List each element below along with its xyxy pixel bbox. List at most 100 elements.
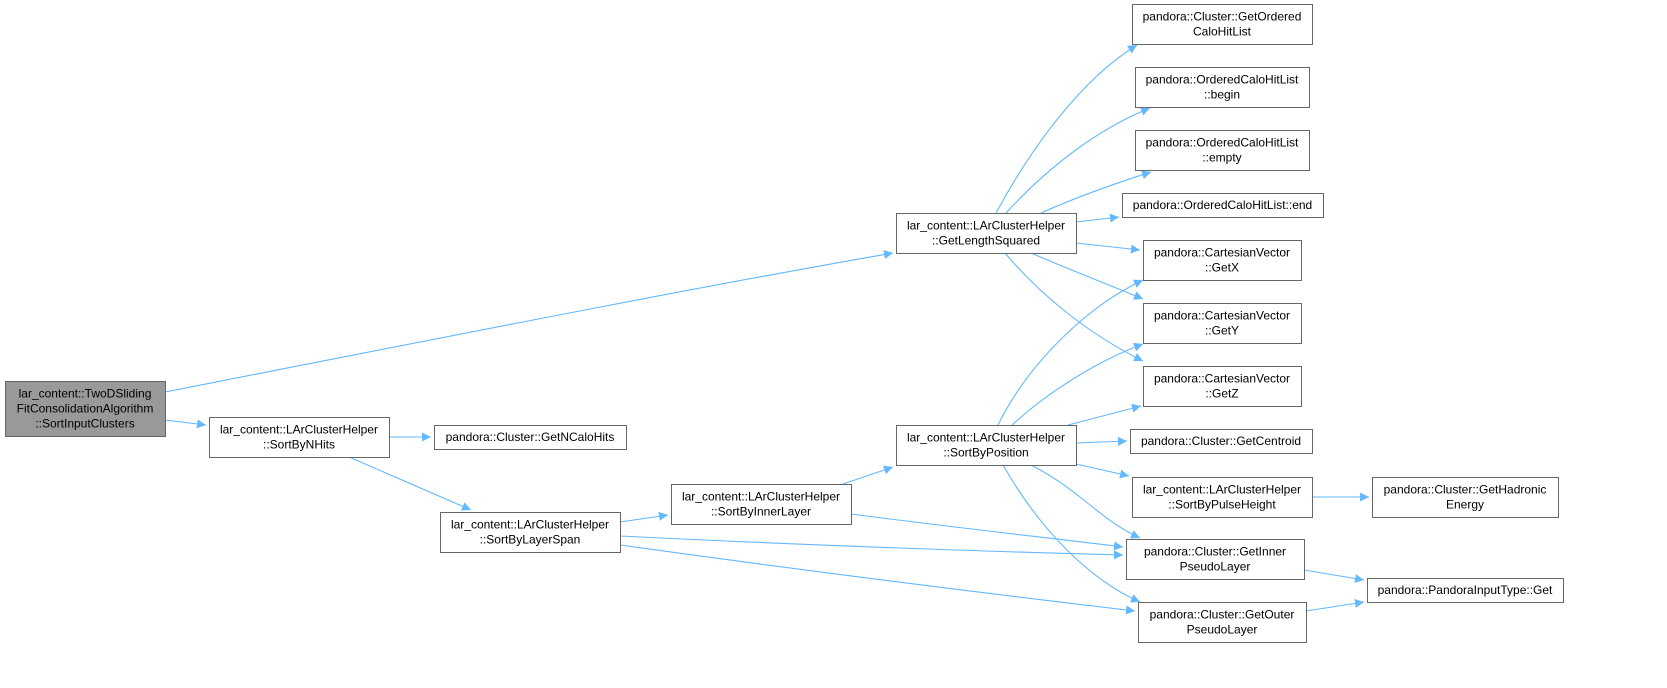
edge-getInnerPseudoLayer-to-pandoraInputTypeGet xyxy=(1303,569,1365,583)
node-label-sortByPulseHeight-line-0: lar_content::LArClusterHelper xyxy=(1143,483,1301,497)
node-sortByPulseHeight[interactable]: lar_content::LArClusterHelper::SortByPul… xyxy=(1132,477,1313,518)
edges-layer xyxy=(164,44,1369,615)
node-label-sortByPosition-line-0: lar_content::LArClusterHelper xyxy=(907,431,1065,445)
node-getZ[interactable]: pandora::CartesianVector::GetZ xyxy=(1143,366,1302,407)
node-label-getOuterPseudoLayer-line-1: PseudoLayer xyxy=(1187,623,1258,637)
node-box-sortByPosition[interactable] xyxy=(896,425,1077,466)
edge-sortByLayerSpan-to-getInnerPseudoLayer xyxy=(619,535,1124,560)
node-box-getInnerPseudoLayer[interactable] xyxy=(1126,539,1305,580)
node-box-begin[interactable] xyxy=(1135,67,1310,108)
edge-root-to-getLengthSquared xyxy=(164,250,894,393)
node-box-sortByPulseHeight[interactable] xyxy=(1132,477,1313,518)
node-label-empty-line-0: pandora::OrderedCaloHitList xyxy=(1146,136,1299,150)
node-label-sortByPosition-line-1: ::SortByPosition xyxy=(943,446,1028,460)
node-label-end-line-0: pandora::OrderedCaloHitList::end xyxy=(1133,198,1312,212)
edge-getLengthSquared-to-empty xyxy=(1040,170,1152,214)
node-sortByPosition[interactable]: lar_content::LArClusterHelper::SortByPos… xyxy=(896,425,1077,466)
edge-sortByInnerLayer-to-getInnerPseudoLayer xyxy=(850,513,1124,551)
node-label-sortByInnerLayer-line-0: lar_content::LArClusterHelper xyxy=(682,490,840,504)
node-box-empty[interactable] xyxy=(1135,130,1310,171)
edge-sortByPosition-to-sortByPulseHeight xyxy=(1075,463,1130,479)
node-end[interactable]: pandora::OrderedCaloHitList::end xyxy=(1122,193,1324,218)
node-label-getY-line-1: ::GetY xyxy=(1205,324,1239,338)
node-box-getLengthSquared[interactable] xyxy=(896,213,1077,254)
node-label-getCentroid-line-0: pandora::Cluster::GetCentroid xyxy=(1141,434,1301,448)
node-label-sortByNHits-line-1: ::SortByNHits xyxy=(263,438,335,452)
node-label-getX-line-1: ::GetX xyxy=(1205,261,1239,275)
node-label-getInnerPseudoLayer-line-0: pandora::Cluster::GetInner xyxy=(1144,545,1286,559)
node-begin[interactable]: pandora::OrderedCaloHitList::begin xyxy=(1135,67,1310,108)
node-label-getOuterPseudoLayer-line-0: pandora::Cluster::GetOuter xyxy=(1150,608,1295,622)
node-box-getHadronicEnergy[interactable] xyxy=(1372,477,1559,518)
node-label-getZ-line-1: ::GetZ xyxy=(1205,387,1238,401)
node-getCentroid[interactable]: pandora::Cluster::GetCentroid xyxy=(1130,429,1313,454)
node-box-getCentroid[interactable] xyxy=(1130,429,1313,454)
node-getX[interactable]: pandora::CartesianVector::GetX xyxy=(1143,240,1302,281)
node-sortByNHits[interactable]: lar_content::LArClusterHelper::SortByNHi… xyxy=(209,417,390,458)
node-box-sortByLayerSpan[interactable] xyxy=(440,512,621,553)
node-label-getOrderedCaloHitList-line-0: pandora::Cluster::GetOrdered xyxy=(1143,10,1302,24)
node-getNCaloHits[interactable]: pandora::Cluster::GetNCaloHits xyxy=(434,425,627,450)
node-sortByLayerSpan[interactable]: lar_content::LArClusterHelper::SortByLay… xyxy=(440,512,621,553)
edge-sortByPosition-to-getY xyxy=(1011,342,1144,426)
edge-getLengthSquared-to-begin xyxy=(1005,107,1151,214)
node-box-sortByNHits[interactable] xyxy=(209,417,390,458)
node-getY[interactable]: pandora::CartesianVector::GetY xyxy=(1143,303,1302,344)
node-empty[interactable]: pandora::OrderedCaloHitList::empty xyxy=(1135,130,1310,171)
edge-sortByInnerLayer-to-sortByPosition xyxy=(842,465,894,485)
edge-getLengthSquared-to-getZ xyxy=(1004,252,1144,362)
node-box-end[interactable] xyxy=(1122,193,1324,218)
node-label-getHadronicEnergy-line-0: pandora::Cluster::GetHadronic xyxy=(1384,483,1547,497)
edge-getLengthSquared-to-getOrderedCaloHitList xyxy=(995,44,1138,214)
node-label-sortByPulseHeight-line-1: ::SortByPulseHeight xyxy=(1168,498,1276,512)
node-label-begin-line-1: ::begin xyxy=(1204,88,1240,102)
node-label-begin-line-0: pandora::OrderedCaloHitList xyxy=(1146,73,1299,87)
edge-getLengthSquared-to-getY xyxy=(1030,252,1144,300)
node-box-getX[interactable] xyxy=(1143,240,1302,281)
node-label-sortByLayerSpan-line-0: lar_content::LArClusterHelper xyxy=(451,518,609,532)
node-label-root-line-0: lar_content::TwoDSliding xyxy=(19,387,152,401)
node-box-getZ[interactable] xyxy=(1143,366,1302,407)
node-box-sortByInnerLayer[interactable] xyxy=(671,484,852,525)
edge-getOuterPseudoLayer-to-pandoraInputTypeGet xyxy=(1305,598,1365,612)
node-root[interactable]: lar_content::TwoDSlidingFitConsolidation… xyxy=(5,381,166,437)
node-label-empty-line-1: ::empty xyxy=(1202,151,1241,165)
edge-sortByLayerSpan-to-sortByInnerLayer xyxy=(619,511,669,523)
node-label-getInnerPseudoLayer-line-1: PseudoLayer xyxy=(1180,560,1251,574)
edge-getLengthSquared-to-end xyxy=(1075,213,1120,223)
nodes-layer: lar_content::TwoDSlidingFitConsolidation… xyxy=(5,4,1564,643)
node-label-root-line-1: FitConsolidationAlgorithm xyxy=(17,402,154,416)
edge-sortByPosition-to-getInnerPseudoLayer xyxy=(1030,464,1141,539)
node-label-getX-line-0: pandora::CartesianVector xyxy=(1154,246,1290,260)
node-label-sortByInnerLayer-line-1: ::SortByInnerLayer xyxy=(711,505,811,519)
node-box-getNCaloHits[interactable] xyxy=(434,425,627,450)
node-label-sortByLayerSpan-line-1: ::SortByLayerSpan xyxy=(480,533,581,547)
node-sortByInnerLayer[interactable]: lar_content::LArClusterHelper::SortByInn… xyxy=(671,484,852,525)
node-pandoraInputTypeGet[interactable]: pandora::PandoraInputType::Get xyxy=(1367,578,1564,603)
node-label-getLengthSquared-line-0: lar_content::LArClusterHelper xyxy=(907,219,1065,233)
node-label-sortByNHits-line-0: lar_content::LArClusterHelper xyxy=(220,423,378,437)
node-box-getOuterPseudoLayer[interactable] xyxy=(1138,602,1307,643)
node-getLengthSquared[interactable]: lar_content::LArClusterHelper::GetLength… xyxy=(896,213,1077,254)
edge-sortByPosition-to-getCentroid xyxy=(1075,436,1128,446)
node-box-getY[interactable] xyxy=(1143,303,1302,344)
node-box-root[interactable] xyxy=(5,381,166,437)
node-label-pandoraInputTypeGet-line-0: pandora::PandoraInputType::Get xyxy=(1378,583,1553,597)
edge-sortByNHits-to-sortByLayerSpan xyxy=(348,456,472,511)
edge-sortByPosition-to-getOuterPseudoLayer xyxy=(1002,464,1141,603)
node-box-getOrderedCaloHitList[interactable] xyxy=(1132,4,1313,45)
node-label-root-line-2: ::SortInputClusters xyxy=(35,417,134,431)
node-label-getHadronicEnergy-line-1: Energy xyxy=(1446,498,1484,512)
edge-sortByPosition-to-getZ xyxy=(1067,403,1142,426)
node-label-getLengthSquared-line-1: ::GetLengthSquared xyxy=(932,234,1040,248)
node-label-getY-line-0: pandora::CartesianVector xyxy=(1154,309,1290,323)
node-label-getNCaloHits-line-0: pandora::Cluster::GetNCaloHits xyxy=(446,430,615,444)
node-box-pandoraInputTypeGet[interactable] xyxy=(1367,578,1564,603)
edge-getLengthSquared-to-getX xyxy=(1075,242,1141,254)
edge-sortByLayerSpan-to-getOuterPseudoLayer xyxy=(619,544,1136,615)
